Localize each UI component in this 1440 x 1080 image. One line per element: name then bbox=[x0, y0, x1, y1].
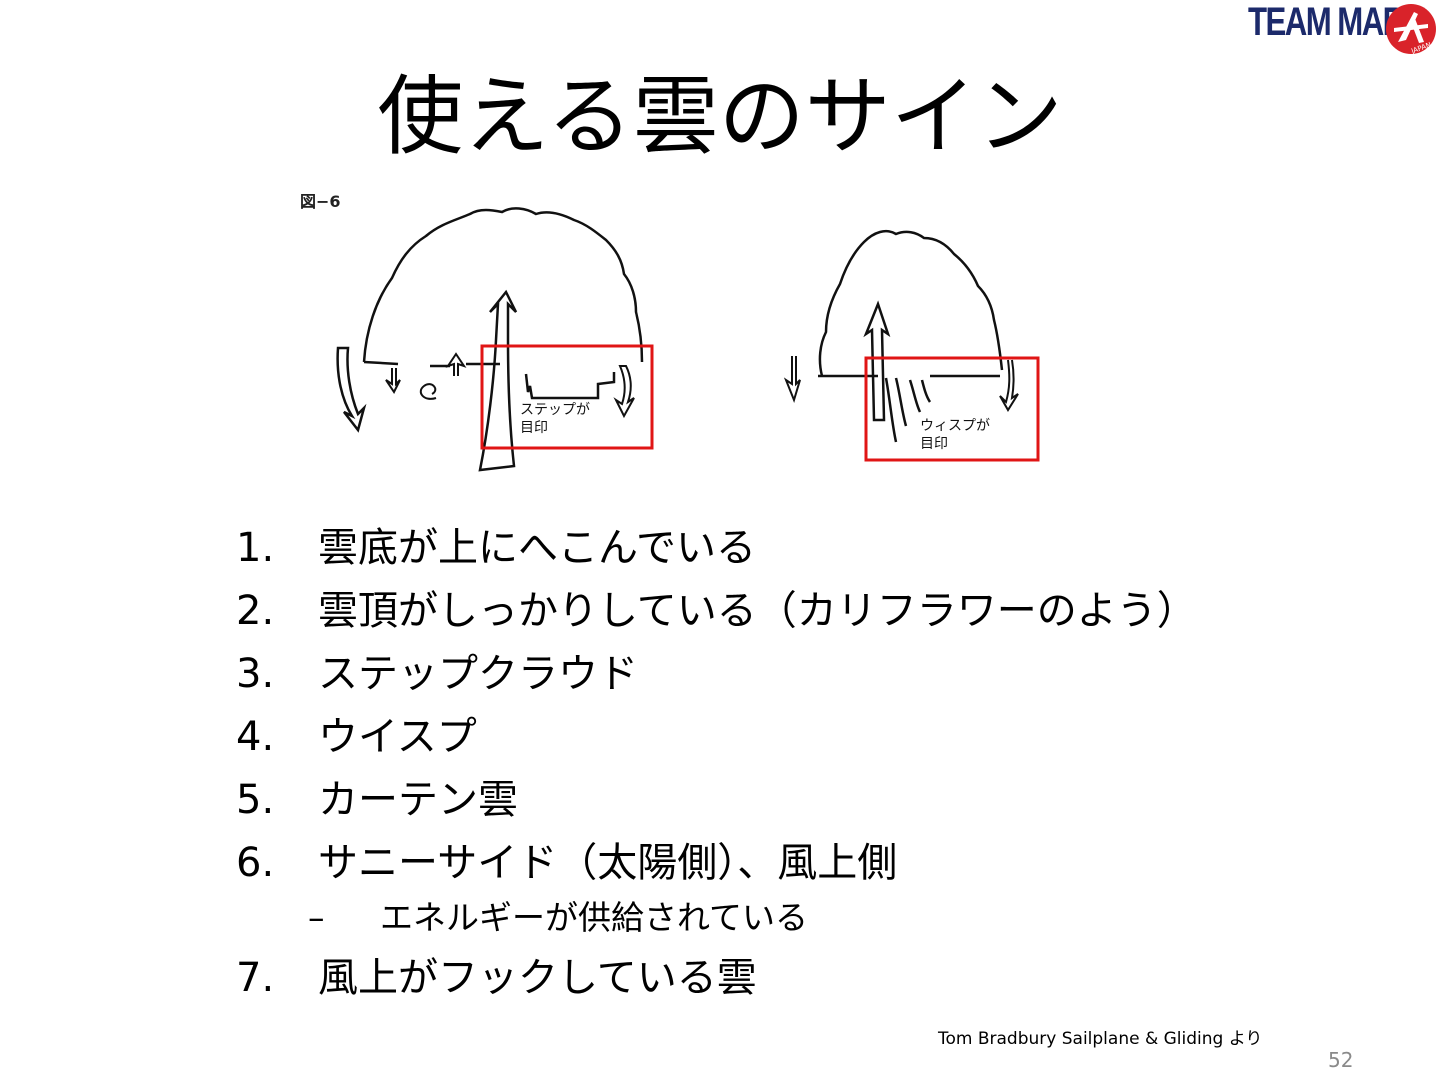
list-item-number: 5. bbox=[236, 777, 275, 823]
cloud-diagram-figure: 図−6 ステップが 目印 bbox=[280, 180, 1080, 480]
list-item-number: 6. bbox=[236, 840, 275, 886]
list-item: 6. サニーサイド（太陽側）、風上側 bbox=[236, 837, 1336, 900]
list-item: 4. ウイスプ bbox=[236, 711, 1336, 774]
list-item-text: 風上がフックしている雲 bbox=[318, 955, 757, 1001]
list-item-text: サニーサイド（太陽側）、風上側 bbox=[318, 840, 898, 886]
list-subitem-dash: – bbox=[308, 898, 325, 937]
list-subitem: – エネルギーが供給されている bbox=[236, 896, 1336, 952]
list-item-text: 雲底が上にへこんでいる bbox=[318, 525, 756, 571]
left-highlight-box bbox=[480, 344, 654, 450]
list-item-text: ステップクラウド bbox=[318, 651, 638, 697]
figure-label: 図−6 bbox=[300, 192, 341, 211]
cloud-signs-list: 1. 雲底が上にへこんでいる 2. 雲頂がしっかりしている（カリフラワーのよう）… bbox=[236, 522, 1336, 1015]
right-highlight-box bbox=[864, 356, 1040, 462]
list-item-number: 3. bbox=[236, 651, 275, 697]
left-step-cloud bbox=[524, 372, 616, 400]
page-title: 使える雲のサイン bbox=[377, 67, 1063, 167]
list-item-text: カーテン雲 bbox=[318, 777, 518, 823]
left-cloud-outline bbox=[362, 207, 644, 363]
logo-emblem-icon: JAPAN bbox=[1386, 4, 1436, 56]
source-credit: Tom Bradbury Sailplane & Gliding より bbox=[938, 1029, 1263, 1049]
list-item: 2. 雲頂がしっかりしている（カリフラワーのよう） bbox=[236, 585, 1336, 648]
page-number: 52 bbox=[1328, 1048, 1354, 1072]
left-downdraft-arrow bbox=[336, 346, 367, 433]
list-item-number: 1. bbox=[236, 525, 275, 571]
right-wisps bbox=[884, 377, 932, 443]
right-box-label-2: 目印 bbox=[920, 436, 948, 452]
list-item: 1. 雲底が上にへこんでいる bbox=[236, 522, 1336, 585]
right-cloud-outline bbox=[818, 230, 1004, 377]
left-box-label-1: ステップが bbox=[520, 402, 590, 418]
list-item: 7. 風上がフックしている雲 bbox=[236, 952, 1336, 1015]
left-updraft-arrow bbox=[478, 289, 518, 472]
cloud-diagram-svg bbox=[336, 207, 1040, 472]
right-updraft-arrow bbox=[863, 300, 891, 422]
list-item: 5. カーテン雲 bbox=[236, 774, 1336, 837]
left-box-label-2: 目印 bbox=[520, 420, 548, 436]
list-item-number: 2. bbox=[236, 588, 275, 634]
team-maru-logo: TEAM MARU JAPAN bbox=[1248, 0, 1440, 58]
list-item-number: 4. bbox=[236, 714, 275, 760]
right-box-label-1: ウィスプが bbox=[920, 418, 990, 434]
list-item-text: ウイスプ bbox=[318, 714, 477, 760]
list-subitem-text: エネルギーが供給されている bbox=[380, 898, 809, 937]
list-item-number: 7. bbox=[236, 955, 275, 1001]
list-item: 3. ステップクラウド bbox=[236, 648, 1336, 711]
list-item-text: 雲頂がしっかりしている（カリフラワーのよう） bbox=[318, 588, 1197, 634]
